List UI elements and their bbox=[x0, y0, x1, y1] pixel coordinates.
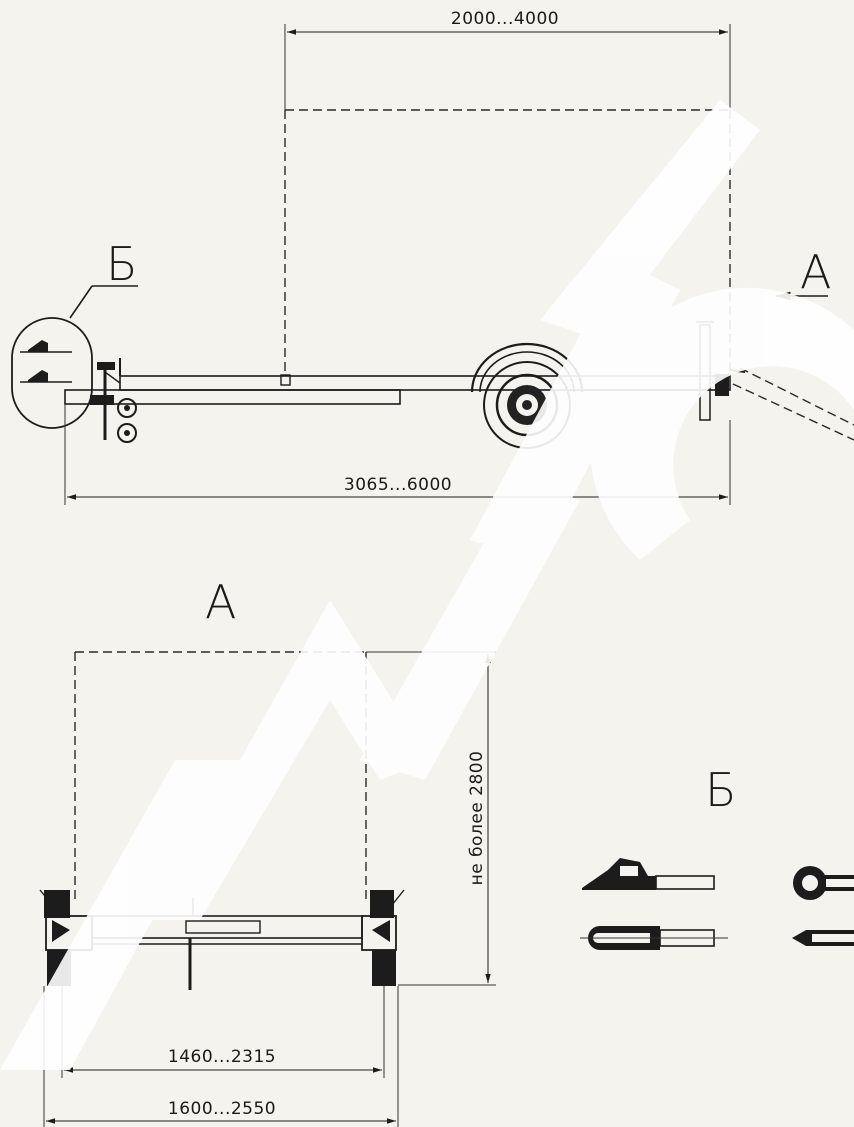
track-width-label: 1460...2315 bbox=[168, 1047, 276, 1067]
right-wheel bbox=[361, 889, 405, 986]
height-label: не более 2800 bbox=[467, 751, 487, 886]
coupling-assembly bbox=[90, 358, 137, 443]
height-dimension: не более 2800 bbox=[366, 651, 496, 986]
ramp-outline bbox=[732, 367, 854, 441]
coupling-top-detail bbox=[580, 926, 728, 950]
detail-callout-label: Б bbox=[106, 237, 138, 291]
side-view: 2000...4000 bbox=[11, 9, 854, 505]
cargo-length-label: 2000...4000 bbox=[451, 9, 559, 29]
trailer-frame bbox=[64, 371, 731, 405]
overall-width-label: 1600...2550 bbox=[168, 1099, 276, 1119]
view-arrow: А bbox=[776, 245, 831, 301]
ring-eye-top-detail bbox=[792, 930, 854, 946]
ring-eye-side-detail bbox=[793, 866, 854, 900]
detail-callout: Б bbox=[11, 237, 138, 429]
rear-view-title: А bbox=[205, 575, 236, 629]
overall-length-label: 3065...6000 bbox=[344, 475, 452, 495]
watermark bbox=[0, 100, 854, 1070]
coupling-side-detail bbox=[582, 858, 715, 890]
cargo-length-dimension: 2000...4000 bbox=[284, 9, 731, 110]
detail-view: Б bbox=[580, 763, 854, 950]
track-width-dimension: 1460...2315 bbox=[61, 986, 385, 1078]
view-arrow-label: А bbox=[800, 245, 831, 299]
detail-view-title: Б bbox=[705, 763, 737, 817]
